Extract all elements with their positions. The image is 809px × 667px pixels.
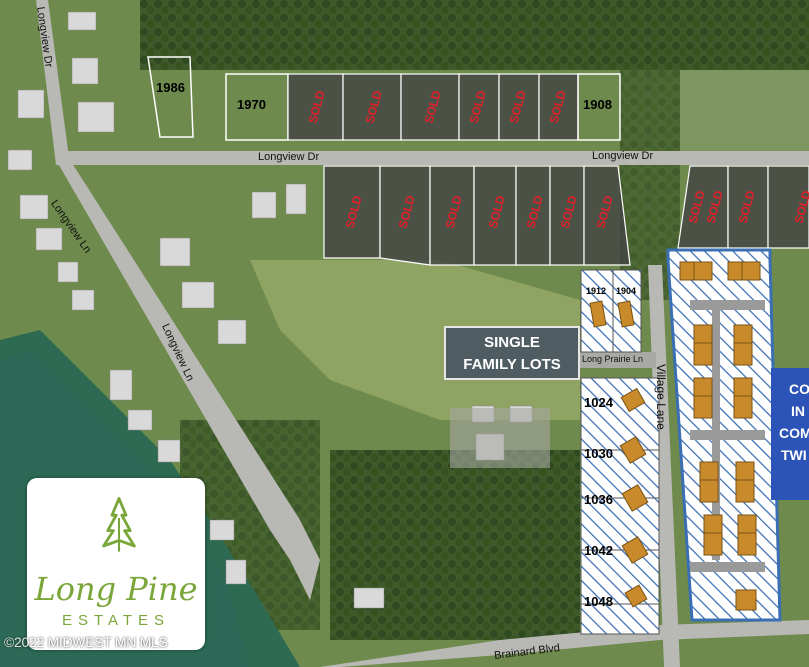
logo-title: Long Pine bbox=[34, 570, 198, 608]
lot-1024[interactable]: 1024 bbox=[584, 395, 613, 410]
lot-1912[interactable]: 1912 bbox=[586, 286, 607, 296]
lot-1970[interactable]: 1970 bbox=[237, 97, 266, 112]
lot-1030[interactable]: 1030 bbox=[584, 446, 613, 461]
logo-subtitle: ESTATES bbox=[61, 612, 171, 629]
sign-line-1: SINGLE bbox=[484, 334, 540, 351]
copyright-watermark: ©2022 MIDWEST MN MLS bbox=[4, 634, 168, 650]
lot-1904[interactable]: 1904 bbox=[616, 286, 637, 296]
road-label-longview-dr-right: Longview Dr bbox=[592, 150, 654, 162]
lot-1036[interactable]: 1036 bbox=[584, 492, 613, 507]
twin-sign-line-3: COM bbox=[779, 425, 809, 441]
twin-sign-line-2: IN bbox=[791, 403, 805, 419]
pine-tree-icon bbox=[102, 497, 136, 552]
twin-sign-line-1: CO bbox=[789, 381, 809, 397]
single-family-lots-sign: SINGLE FAMILY LOTS bbox=[444, 326, 580, 380]
long-pine-estates-logo: Long Pine ESTATES bbox=[27, 478, 205, 650]
lot-1986[interactable]: 1986 bbox=[156, 80, 185, 95]
twin-homes-sign: CO IN COM TWI bbox=[771, 368, 809, 500]
lot-1048[interactable]: 1048 bbox=[584, 594, 613, 609]
road-label-village-lane: Village Lane bbox=[654, 364, 668, 430]
road-label-longview-dr-left: Longview Dr bbox=[258, 151, 320, 163]
road-label-long-prairie-ln: Long Prairie Ln bbox=[582, 354, 644, 364]
sign-line-2: FAMILY LOTS bbox=[463, 356, 561, 373]
twin-sign-line-4: TWI bbox=[781, 447, 807, 463]
lot-1908[interactable]: 1908 bbox=[583, 97, 612, 112]
lot-1042[interactable]: 1042 bbox=[584, 543, 613, 558]
